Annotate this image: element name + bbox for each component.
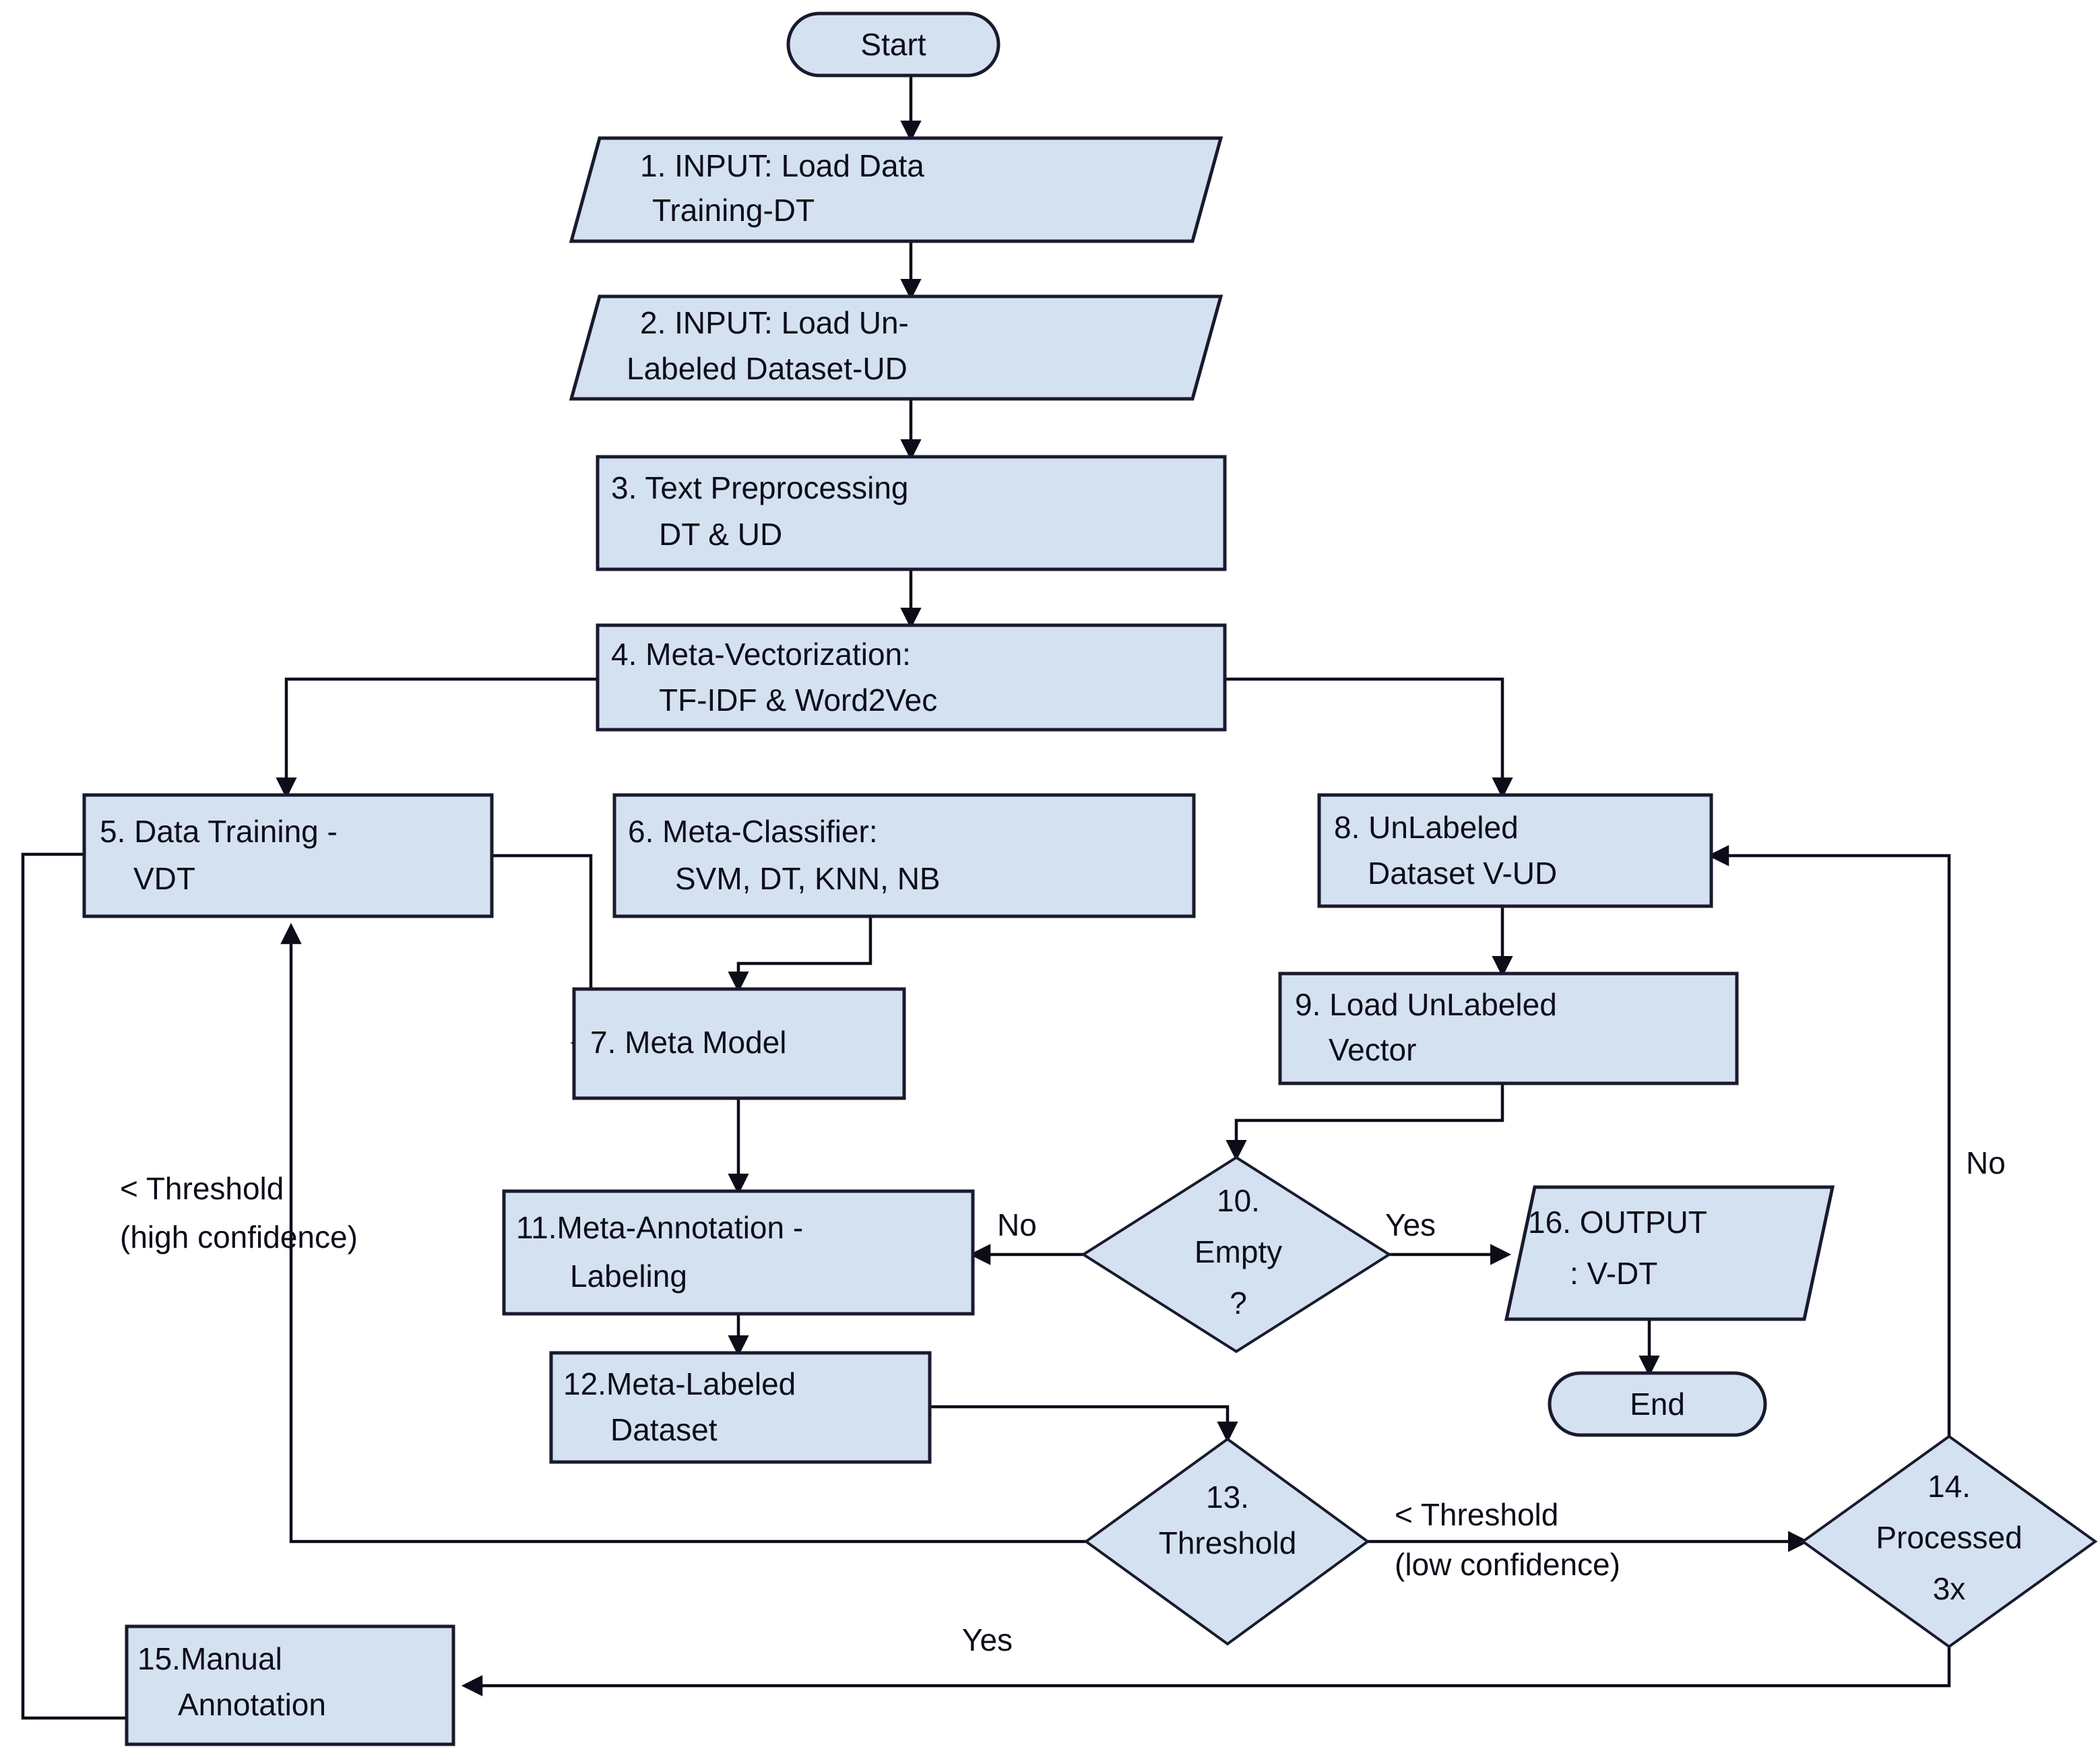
node-9-shape [1278,972,1739,1085]
node-10-line1: 10. [1217,1183,1260,1218]
start-shape [786,11,1000,77]
node-9-line2: Vector [1329,1032,1416,1067]
edge-labels-layer: < Threshold (high confidence) No Yes < T… [120,1145,2006,1657]
edge-12-to-13 [930,1405,1238,1443]
node-start[interactable]: Start [786,11,1000,77]
node-4-meta-vectorization[interactable]: 4. Meta-Vectorization: TF-IDF & Word2Vec [596,623,1227,732]
node-16-line1: 16. OUTPUT [1528,1205,1707,1240]
node-16-line2: : V-DT [1570,1256,1657,1291]
node-3-shape [596,455,1227,571]
node-10-line2: Empty [1195,1234,1282,1269]
node-end[interactable]: End [1548,1371,1767,1437]
node-9-line1: 9. Load UnLabeled [1295,987,1557,1022]
edge-label-high-confidence-line2: (high confidence) [120,1219,358,1254]
node-13-shape [1083,1437,1370,1646]
node-5-data-training-vdt[interactable]: 5. Data Training - VDT [82,793,494,918]
edge-label-high-confidence-line1: < Threshold [120,1171,284,1206]
node-4-line1: 4. Meta-Vectorization: [611,637,911,672]
node-11-meta-annotation-labeling[interactable]: 11.Meta-Annotation - Labeling [502,1189,975,1316]
node-10-line3: ? [1230,1285,1247,1321]
node-12-line1: 12.Meta-Labeled [563,1366,796,1401]
node-13-line1: 13. [1206,1480,1249,1515]
edge-4-to-5 [276,677,598,799]
node-13-line2: Threshold [1159,1525,1297,1560]
edge-label-low-confidence-line2: (low confidence) [1395,1547,1620,1582]
edge-9-to-10 [1226,1083,1504,1162]
node-8-unlabeled-dataset[interactable]: 8. UnLabeled Dataset V-UD [1317,793,1713,908]
node-3-line1: 3. Text Preprocessing [611,470,909,505]
node-11-shape [502,1189,975,1316]
node-2-line2: Labeled Dataset-UD [627,351,908,386]
edge-label-yes-to-16: Yes [1385,1207,1436,1242]
node-16-output-vdt[interactable]: 16. OUTPUT : V-DT [1504,1185,1835,1321]
edge-label-yes-bottom: Yes [962,1622,1013,1657]
node-6-shape [612,793,1196,918]
node-4-line2: TF-IDF & Word2Vec [659,682,937,718]
node-13-threshold-decision[interactable]: 13. Threshold [1083,1437,1370,1646]
node-14-line3: 3x [1933,1571,1966,1606]
node-1-line1: 1. INPUT: Load Data [640,148,924,183]
node-2-line1: 2. INPUT: Load Un- [640,305,909,340]
node-11-line2: Labeling [570,1259,687,1294]
node-6-meta-classifier[interactable]: 6. Meta-Classifier: SVM, DT, KNN, NB [612,793,1196,918]
node-15-manual-annotation[interactable]: 15.Manual Annotation [125,1624,455,1746]
node-6-line1: 6. Meta-Classifier: [628,814,878,849]
node-11-line1: 11.Meta-Annotation - [516,1210,803,1245]
node-5-line1: 5. Data Training - [100,814,338,849]
node-2-shape [569,294,1223,401]
node-8-line2: Dataset V-UD [1368,856,1557,891]
edge-14-to-15 [461,1647,1951,1696]
node-4-shape [596,623,1227,732]
node-15-line1: 15.Manual [137,1641,282,1676]
node-12-shape [549,1351,932,1464]
edge-4-to-8 [1225,677,1513,799]
node-12-meta-labeled-dataset[interactable]: 12.Meta-Labeled Dataset [549,1351,932,1464]
edges-layer [21,75,1951,1720]
edge-13-to-5-high-confidence [280,922,1086,1544]
edge-15-to-5 [21,844,164,1720]
edge-14-no-to-8 [1707,845,1951,1436]
node-6-line2: SVM, DT, KNN, NB [675,861,941,896]
node-7-meta-model[interactable]: 7. Meta Model [572,987,906,1100]
node-5-line2: VDT [133,861,195,896]
node-14-processed-3x-decision[interactable]: 14. Processed 3x [1800,1434,2098,1649]
node-8-shape [1317,793,1713,908]
node-3-text-preprocessing[interactable]: 3. Text Preprocessing DT & UD [596,455,1227,571]
node-1-input-load-data-training[interactable]: 1. INPUT: Load Data Training-DT [569,136,1223,243]
node-3-line2: DT & UD [659,517,782,552]
node-7-line1: 7. Meta Model [590,1025,786,1060]
node-14-shape [1800,1434,2098,1649]
node-1-shape [569,136,1223,243]
node-14-line2: Processed [1876,1520,2022,1555]
end-label: End [1630,1387,1685,1422]
end-shape [1548,1371,1767,1437]
node-10-empty-decision[interactable]: 10. Empty ? [1081,1155,1392,1354]
node-10-shape [1081,1155,1392,1354]
node-2-input-load-unlabeled-dataset[interactable]: 2. INPUT: Load Un- Labeled Dataset-UD [569,294,1223,401]
node-14-line1: 14. [1928,1469,1971,1504]
node-12-line2: Dataset [610,1412,718,1447]
start-label: Start [860,27,926,62]
edge-label-no-right: No [1966,1145,2006,1180]
node-15-line2: Annotation [178,1687,326,1722]
node-16-shape [1504,1185,1835,1321]
edge-label-no-to-11: No [997,1207,1037,1242]
node-15-shape [125,1624,455,1746]
edge-label-low-confidence-line1: < Threshold [1395,1497,1558,1532]
node-7-shape [572,987,906,1100]
node-5-shape [82,793,494,918]
edge-6-to-7 [728,916,872,993]
node-9-load-unlabeled-vector[interactable]: 9. Load UnLabeled Vector [1278,972,1739,1085]
node-8-line1: 8. UnLabeled [1334,810,1519,845]
node-1-line2: Training-DT [652,193,815,228]
